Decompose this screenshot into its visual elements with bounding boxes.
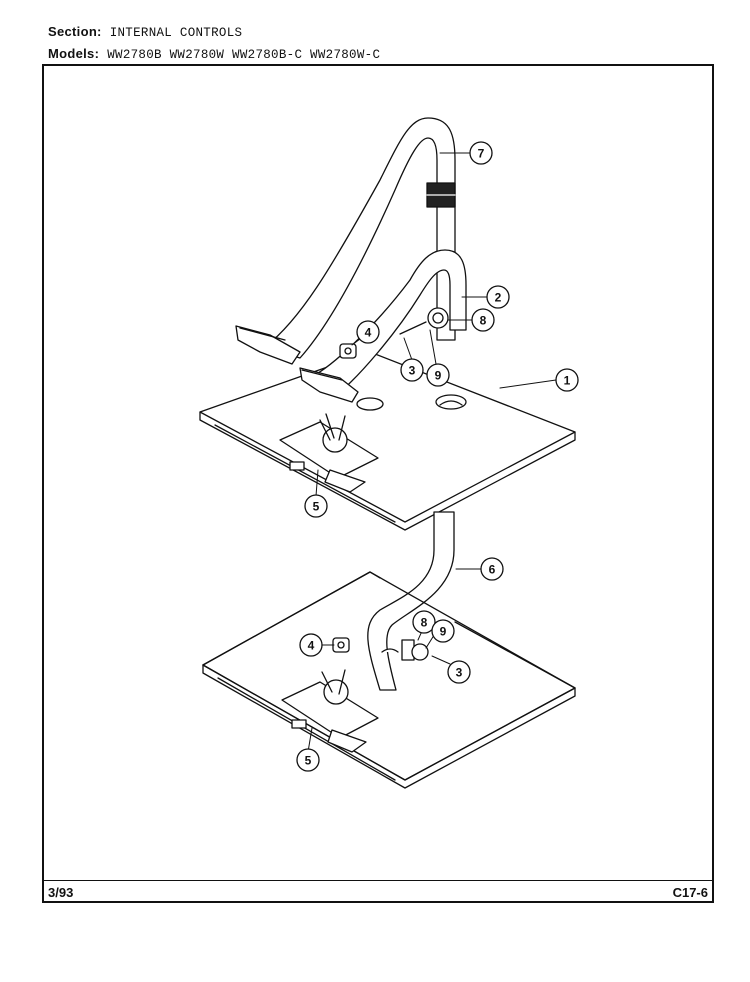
footer-page-code: C17-6 [672, 885, 708, 900]
section-heading: Section: INTERNAL CONTROLS [48, 24, 242, 40]
callout-7: 7 [469, 141, 493, 165]
callout-5-lower: 5 [296, 748, 320, 772]
models-value: WW2780B WW2780W WW2780B-C WW2780W-C [107, 48, 381, 62]
svg-text:8: 8 [480, 314, 487, 328]
svg-text:5: 5 [305, 754, 312, 768]
svg-text:3: 3 [456, 666, 463, 680]
callout-5-upper: 5 [304, 494, 328, 518]
timer-5-lower [281, 669, 379, 753]
models-heading: Models: WW2780B WW2780W WW2780B-C WW2780W… [48, 46, 380, 62]
callout-1: 1 [555, 368, 579, 392]
nozzle-upper [235, 325, 359, 403]
svg-text:1: 1 [564, 374, 571, 388]
upper-control-panel [199, 351, 576, 531]
callout-8-upper: 8 [471, 308, 495, 332]
hose-7 [264, 117, 456, 359]
footer-date: 3/93 [48, 885, 74, 900]
callout-3-upper: 3 [400, 358, 424, 382]
callout-8-lower: 8 [412, 610, 436, 634]
svg-text:9: 9 [440, 625, 447, 639]
callout-2: 2 [486, 285, 510, 309]
section-value: INTERNAL CONTROLS [109, 26, 243, 40]
svg-text:7: 7 [478, 147, 485, 161]
switch-4-upper [339, 343, 357, 359]
svg-text:8: 8 [421, 616, 428, 630]
timer-5-upper [279, 413, 379, 493]
svg-text:3: 3 [409, 364, 416, 378]
callout-4-upper: 4 [356, 320, 380, 344]
lower-control-panel [202, 571, 576, 789]
pressure-switch-8-upper [399, 307, 449, 335]
callout-9-lower: 9 [431, 619, 455, 643]
pressure-switch-8-lower [381, 639, 429, 661]
svg-text:6: 6 [489, 563, 496, 577]
callout-3-lower: 3 [447, 660, 471, 684]
callout-4-lower: 4 [299, 633, 323, 657]
svg-text:9: 9 [435, 369, 442, 383]
svg-text:2: 2 [495, 291, 502, 305]
models-label: Models: [48, 46, 100, 61]
callout-9-upper: 9 [426, 363, 450, 387]
section-label: Section: [48, 24, 102, 39]
diagram-frame [42, 64, 714, 903]
svg-text:4: 4 [365, 326, 372, 340]
hose-6 [367, 511, 455, 691]
callout-6: 6 [480, 557, 504, 581]
svg-text:5: 5 [313, 500, 320, 514]
footer-divider [42, 880, 714, 881]
callouts: 7 2 8 3 9 4 1 5 6 4 8 9 3 5 [296, 141, 579, 772]
svg-text:4: 4 [308, 639, 315, 653]
switch-4-lower [332, 637, 350, 653]
